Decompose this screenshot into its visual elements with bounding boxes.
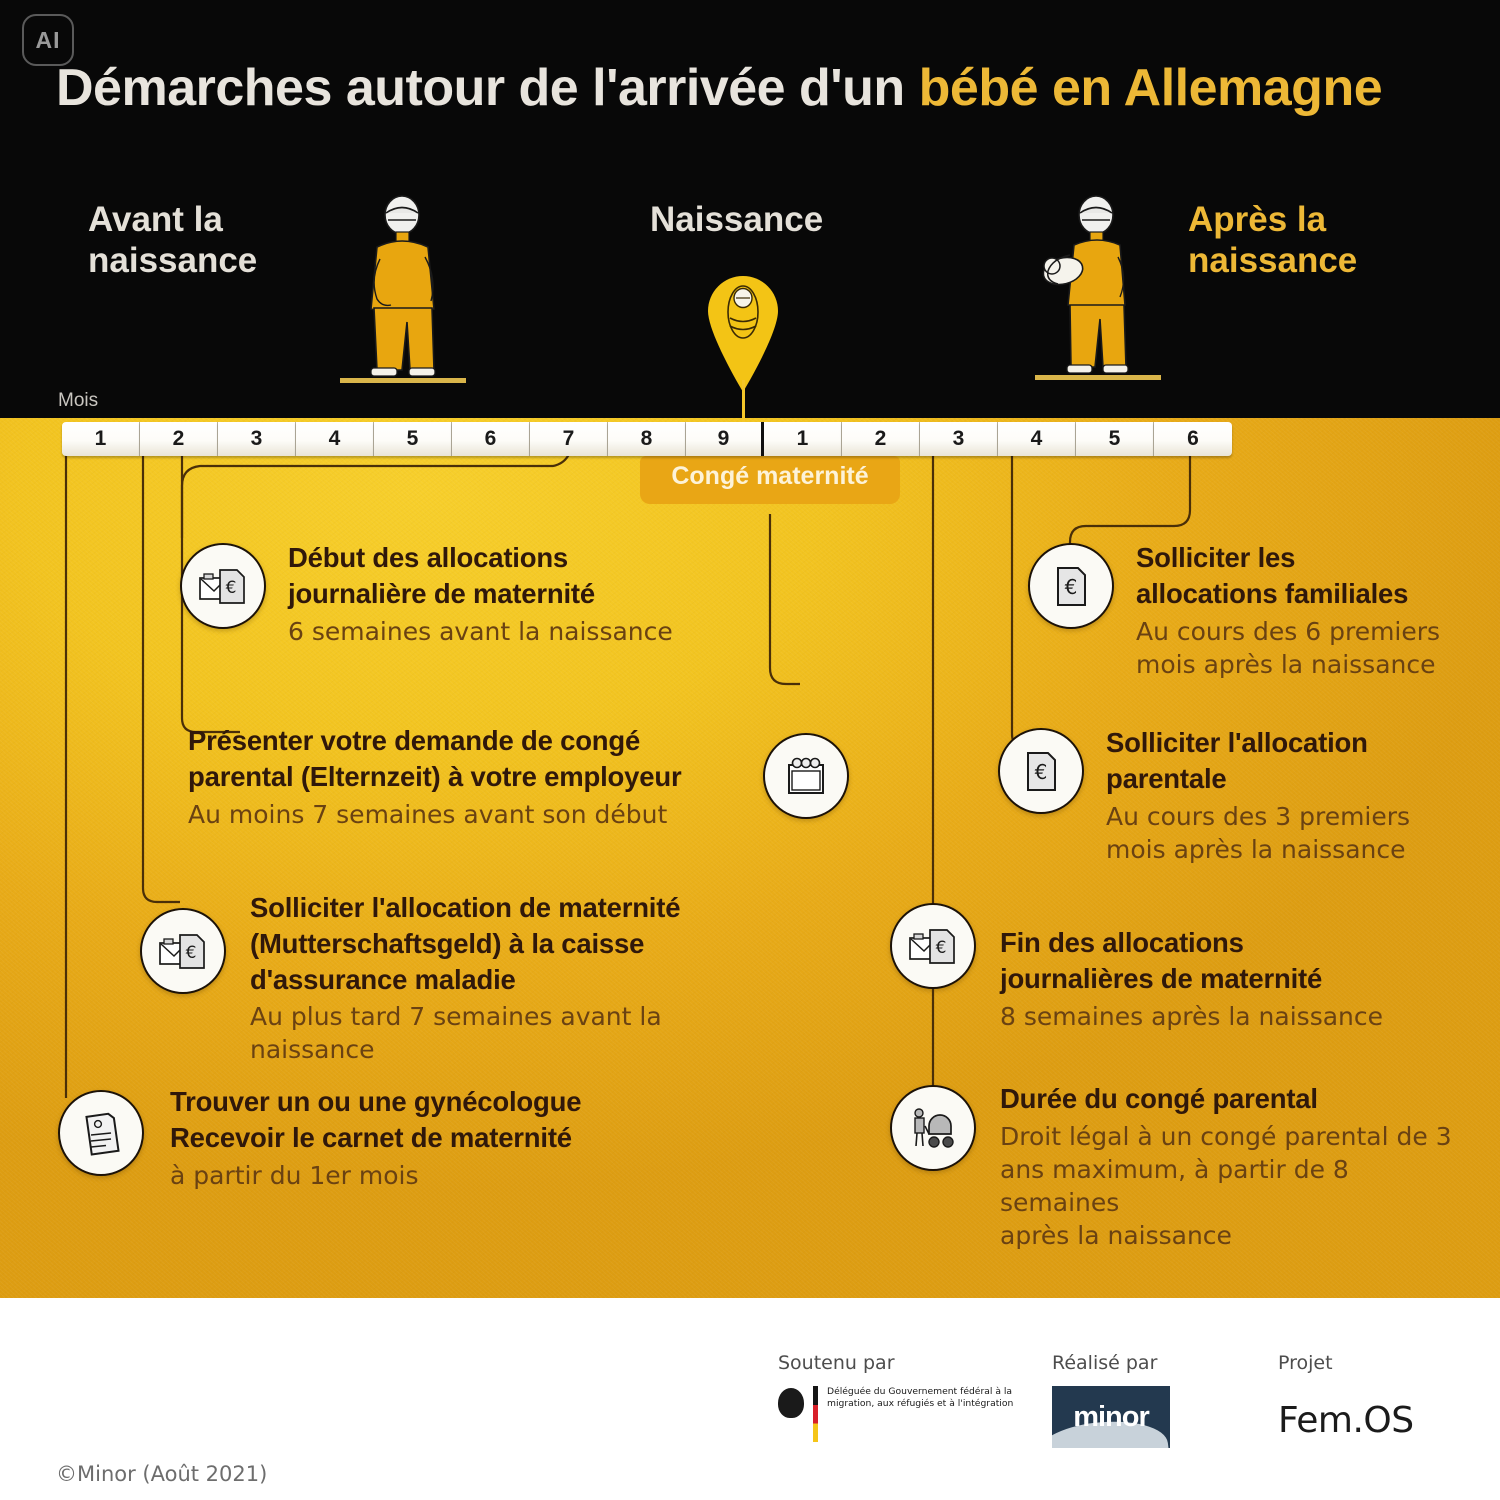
month-tick-after-4: 4 (998, 422, 1076, 456)
svg-text:€: € (226, 578, 237, 598)
item-title: Trouver un ou une gynécologue Recevoir l… (170, 1086, 582, 1153)
month-tick-after-5: 5 (1076, 422, 1154, 456)
ai-badge: AI (22, 14, 74, 66)
credit-label: Soutenu par (778, 1352, 895, 1374)
page-title-main: Démarches autour de l'arrivée d'un (56, 59, 919, 117)
month-tick-after-3: 3 (920, 422, 998, 456)
maternity-leave-label: Congé maternité (671, 462, 869, 490)
item-title: Solliciter l'allocation parentale (1106, 727, 1368, 794)
euro-document-icon: € (1028, 543, 1114, 629)
month-tick-before-1: 1 (62, 422, 140, 456)
month-tick-before-2: 2 (140, 422, 218, 456)
credit-logo-text: Fem.OS (1278, 1400, 1414, 1441)
envelope-euro-document-icon: € (180, 543, 266, 629)
phase-label-after: Après la naissance (1188, 200, 1358, 280)
item-subtitle: Au moins 7 semaines avant son début (188, 799, 668, 829)
german-flag-bar (813, 1386, 818, 1442)
pregnant-person-icon (340, 195, 466, 383)
month-tick-after-6: 6 (1154, 422, 1232, 456)
copyright-text: ©Minor (Août 2021) (56, 1462, 268, 1486)
item-title: Début des allocations journalière de mat… (288, 542, 595, 609)
credit-projet: Projet Fem.OS (1278, 1352, 1414, 1441)
header-banner: AI Démarches autour de l'arrivée d'un bé… (0, 0, 1500, 420)
month-tick-before-6: 6 (452, 422, 530, 456)
item-title: Durée du congé parental (1000, 1083, 1318, 1114)
svg-text:€: € (1065, 575, 1078, 599)
month-tick-before-7: 7 (530, 422, 608, 456)
month-tick-after-1: 1 (764, 422, 842, 456)
page-title: Démarches autour de l'arrivée d'un bébé … (56, 58, 1383, 118)
maternity-leave-band (640, 456, 900, 504)
calendar-icon (763, 733, 849, 819)
item-title: Fin des allocations journalières de mate… (1000, 927, 1323, 994)
federal-eagle-icon (778, 1388, 804, 1418)
item-subtitle: Au plus tard 7 semaines avant la naissan… (250, 1002, 662, 1065)
credit-label: Projet (1278, 1352, 1333, 1374)
month-tick-before-3: 3 (218, 422, 296, 456)
credit-logo-text: minor (1073, 1400, 1150, 1433)
item-title: Solliciter l'allocation de maternité (Mu… (250, 892, 681, 995)
credit-logo-text: Déléguée du Gouvernement fédéral à la mi… (827, 1386, 1014, 1410)
item-subtitle: 8 semaines après la naissance (1000, 1001, 1384, 1031)
footer (0, 1298, 1500, 1500)
svg-text:€: € (1035, 760, 1048, 784)
envelope-euro-document-icon: € (890, 903, 976, 989)
svg-text:€: € (936, 938, 947, 958)
item-subtitle: Au cours des 6 premiers mois après la na… (1136, 616, 1441, 679)
german-government-logo: Déléguée du Gouvernement fédéral à la mi… (778, 1386, 1027, 1442)
baby-map-pin-icon (708, 276, 778, 392)
minor-logo: minor (1052, 1386, 1170, 1448)
month-tick-before-4: 4 (296, 422, 374, 456)
document-icon (58, 1090, 144, 1176)
item-subtitle: 6 semaines avant la naissance (288, 616, 673, 646)
item-title: Présenter votre demande de congé parenta… (188, 725, 682, 792)
item-subtitle: Au cours des 3 premiers mois après la na… (1106, 801, 1411, 864)
item-subtitle: Droit légal à un congé parental de 3 ans… (1000, 1121, 1452, 1250)
envelope-euro-document-icon: € (140, 908, 226, 994)
phase-label-before: Avant la naissance (88, 200, 258, 280)
credit-realise-par: Réalisé par minor (1052, 1352, 1170, 1448)
credit-label: Réalisé par (1052, 1352, 1158, 1374)
euro-document-icon: € (998, 728, 1084, 814)
mois-axis-label: Mois (58, 390, 99, 411)
pin-stem (742, 380, 745, 424)
phase-label-birth: Naissance (650, 200, 824, 239)
item-subtitle: à partir du 1er mois (170, 1160, 419, 1190)
credit-soutenu-par: Soutenu par Déléguée du Gouvernement féd… (778, 1352, 1027, 1442)
month-tick-after-2: 2 (842, 422, 920, 456)
month-tick-before-8: 8 (608, 422, 686, 456)
page-title-highlight: bébé en Allemagne (918, 59, 1383, 117)
month-tick-before-9: 9 (686, 422, 764, 456)
item-title: Solliciter les allocations familiales (1136, 542, 1409, 609)
stroller-icon (890, 1085, 976, 1171)
svg-text:€: € (186, 943, 197, 963)
parent-holding-baby-icon (1035, 195, 1161, 380)
month-tick-before-5: 5 (374, 422, 452, 456)
